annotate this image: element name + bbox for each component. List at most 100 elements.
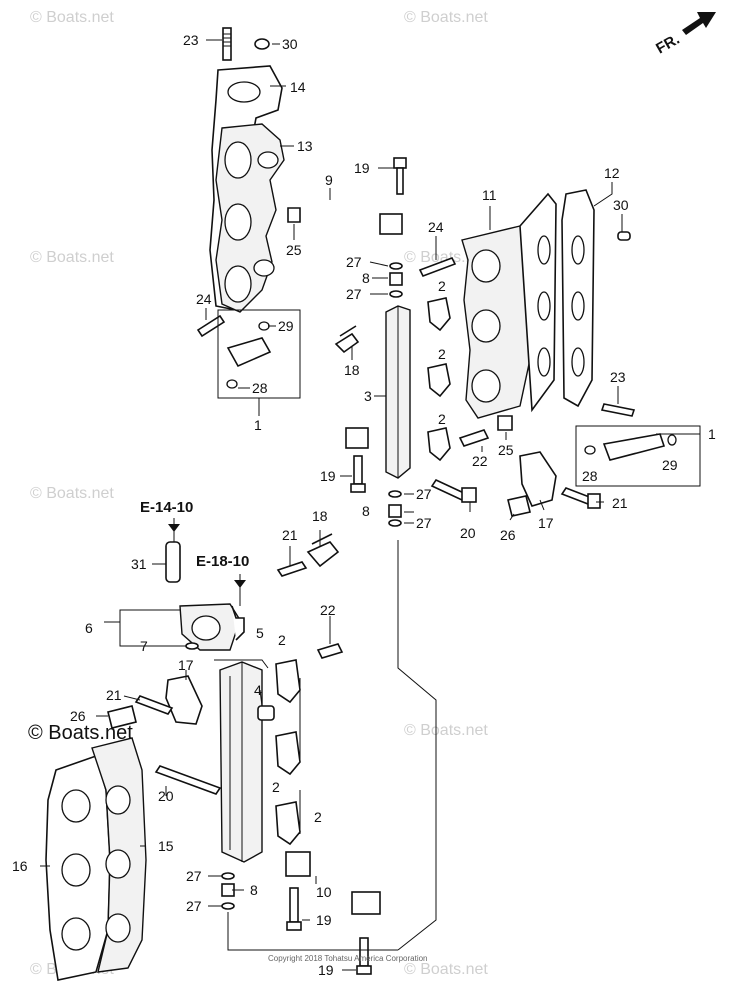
callout-label: 11 [482, 187, 497, 203]
o-ring-icon [226, 379, 238, 389]
leader-lines [40, 39, 700, 971]
callout-label: 22 [472, 453, 488, 469]
bracket-icon [275, 731, 301, 776]
callout-label: 15 [158, 838, 174, 854]
watermark: © Boats.net [404, 9, 488, 26]
callout-label: 27 [346, 286, 362, 302]
o-ring-icon [258, 321, 270, 331]
bolt-icon [458, 429, 490, 447]
hose-fitting-icon [351, 891, 381, 915]
callout-label: 2 [272, 779, 280, 795]
callout-label: 27 [186, 868, 202, 884]
nut-icon [254, 38, 270, 50]
reference-label: E-18-10 [196, 553, 249, 570]
callout-label: 28 [582, 468, 598, 484]
callout-label: 19 [318, 962, 334, 978]
stud-icon [222, 27, 232, 61]
callout-label: 20 [158, 788, 174, 804]
bracket-icon [275, 801, 301, 846]
callout-label: 16 [12, 858, 28, 874]
fuel-rail-upper [300, 157, 437, 951]
bolt-icon [289, 887, 299, 923]
clip-icon [507, 495, 531, 517]
nut-icon [617, 231, 631, 241]
stud-icon [196, 314, 226, 338]
bolt-icon [276, 561, 308, 577]
bracket-icon [427, 427, 451, 462]
callout-label: 18 [312, 508, 328, 524]
injector-icon [226, 337, 272, 368]
callout-label: 8 [362, 503, 370, 519]
o-ring-icon [185, 642, 199, 650]
bolt-head-icon [393, 157, 407, 169]
bolt-head-icon [461, 487, 477, 503]
callout-label: 1 [708, 426, 716, 442]
fitting-icon [287, 207, 301, 223]
fitting-icon [497, 415, 513, 431]
intake-manifold-lower [45, 737, 147, 981]
callout-label: 13 [297, 138, 313, 154]
callout-label: 2 [314, 809, 322, 825]
callout-label: 18 [344, 362, 360, 378]
callout-label: 25 [498, 442, 514, 458]
bolt-icon [396, 167, 404, 195]
callout-label: 9 [325, 172, 333, 188]
bolt-icon [430, 478, 468, 502]
hose-fitting-icon [345, 427, 369, 449]
bracket-icon [427, 363, 451, 398]
watermark: © Boats.net [30, 485, 114, 502]
callout-label: 3 [364, 388, 372, 404]
section-references: E-14-10 E-18-10 [140, 499, 249, 588]
intake-manifold-left [196, 27, 301, 338]
front-direction-arrow: FR. [653, 12, 716, 58]
callout-label: 30 [613, 197, 629, 213]
callout-label: 26 [500, 527, 516, 543]
bolt-head-icon [356, 965, 372, 975]
bracket-icon [275, 659, 301, 704]
callout-label: 17 [538, 515, 554, 531]
o-ring-icon [667, 434, 677, 446]
callout-label: 29 [278, 318, 294, 334]
tube-icon [231, 605, 245, 641]
washer-icon [389, 262, 403, 270]
clip-icon [334, 325, 360, 354]
callout-label: 23 [610, 369, 626, 385]
arrow-icon [682, 12, 716, 35]
callout-label: 27 [416, 515, 432, 531]
callout-label: 31 [131, 556, 147, 572]
callout-label: 21 [106, 687, 122, 703]
washer-icon [388, 490, 402, 498]
hose-fitting-icon [379, 213, 403, 235]
callout-label: 27 [346, 254, 362, 270]
callout-label: 19 [320, 468, 336, 484]
callout-label: 10 [316, 884, 332, 900]
intake-manifold-right [418, 189, 636, 517]
callout-label: 20 [460, 525, 476, 541]
spacer-icon [389, 272, 403, 286]
bolt-head-icon [350, 483, 366, 493]
callout-label: 26 [70, 708, 86, 724]
fuel-hose-icon [301, 203, 389, 445]
callout-label: 6 [85, 620, 93, 636]
callout-label: 27 [186, 898, 202, 914]
bolt-icon [134, 695, 174, 715]
callout-label: 29 [662, 457, 678, 473]
callout-label: 17 [178, 657, 194, 673]
callout-label: 27 [416, 486, 432, 502]
callout-label: 19 [316, 912, 332, 928]
arrow-icon [234, 580, 246, 588]
callout-label: 8 [250, 882, 258, 898]
reference-label: E-14-10 [140, 499, 193, 516]
watermark: © Boats.net [404, 961, 488, 978]
callout-label: 25 [286, 242, 302, 258]
copyright-text: Copyright 2018 Tohatsu America Corporati… [268, 954, 428, 963]
arrow-icon [168, 524, 180, 532]
watermark: © Boats.net [30, 9, 114, 26]
callout-label: 8 [362, 270, 370, 286]
watermark: © Boats.net [404, 722, 488, 739]
washer-icon [388, 519, 402, 527]
callout-label: 24 [196, 291, 212, 307]
callout-label: 21 [612, 495, 628, 511]
bolt-icon [353, 455, 363, 485]
